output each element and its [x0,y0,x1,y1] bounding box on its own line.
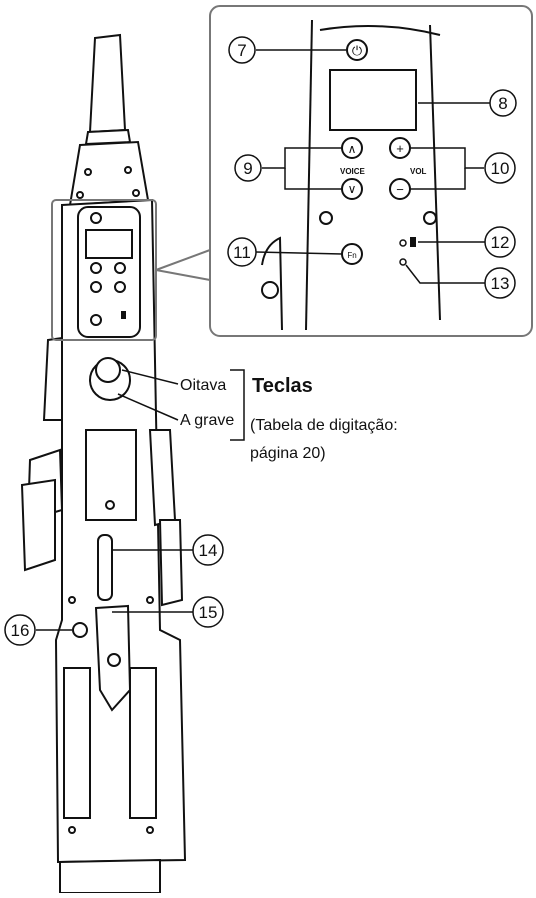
screw [76,191,84,199]
indicator-dot [399,239,407,247]
left-key [42,336,63,421]
a-grave-label: A grave [180,412,234,429]
mini-vol-down [114,281,126,293]
screw [124,166,132,174]
callout-12: 12 [491,233,510,252]
right-key [158,519,184,607]
key-leader-lines [117,369,245,441]
callout-8: 8 [498,94,507,113]
slot-14 [97,534,113,601]
callout-13: 13 [491,274,510,293]
fingering-note-line1: (Tabela de digitação: [250,417,398,434]
zoom-connector [155,249,211,271]
mini-power-button [90,212,102,224]
zoom-callout-lines [255,49,490,284]
voice-down-icon: ∨ [348,182,357,196]
zoom-callouts: 7 8 9 10 11 12 13 [227,36,517,299]
octave-key-top [95,357,121,383]
mini-panel [77,206,141,338]
screw [132,189,140,197]
screw [68,596,76,604]
mini-indicator [121,311,126,319]
body-callouts: 14 15 16 [4,534,224,646]
bell [59,858,161,894]
mini-display [85,229,133,259]
zoom-connector [155,269,211,281]
callout-9: 9 [243,159,252,178]
screw [68,826,76,834]
right-key [148,429,177,527]
screw [146,826,154,834]
callout-16: 16 [11,621,30,640]
callout-11: 11 [233,243,251,262]
voice-label: VOICE [340,167,366,176]
power-icon: ⏻ [352,43,362,58]
power-button [346,39,368,61]
vol-down-icon: − [396,182,404,197]
voice-up-icon: ∧ [348,142,357,156]
screw [84,168,92,176]
callout-7: 7 [237,41,246,60]
callout-15: 15 [199,603,218,622]
mini-fn-button [90,314,102,326]
left-screw [319,211,333,225]
instrument-body [20,33,187,894]
left-key [20,478,56,572]
mini-voice-up [90,262,102,274]
mouthpiece [88,33,127,134]
led-13 [399,258,407,266]
screw [105,500,115,510]
callout-14: 14 [199,541,218,560]
battery-indicator [410,237,416,247]
side-grille [63,667,91,819]
fn-label: Fn [347,251,356,260]
vol-label: VOL [410,167,427,176]
oitava-label: Oitava [180,377,226,394]
bottom-screw [261,281,279,299]
callout-10: 10 [491,159,510,178]
vol-up-icon: + [396,141,404,156]
right-screw [423,211,437,225]
mini-vol-up [114,262,126,274]
body-leader-lines [36,549,193,631]
mini-voice-down [90,281,102,293]
screw [146,596,154,604]
display-screen [329,69,417,131]
teclas-heading: Teclas [252,375,313,397]
fingering-note-line2: página 20) [250,445,326,462]
screw [107,653,121,667]
side-grille [129,667,157,819]
jack-16 [72,622,88,638]
